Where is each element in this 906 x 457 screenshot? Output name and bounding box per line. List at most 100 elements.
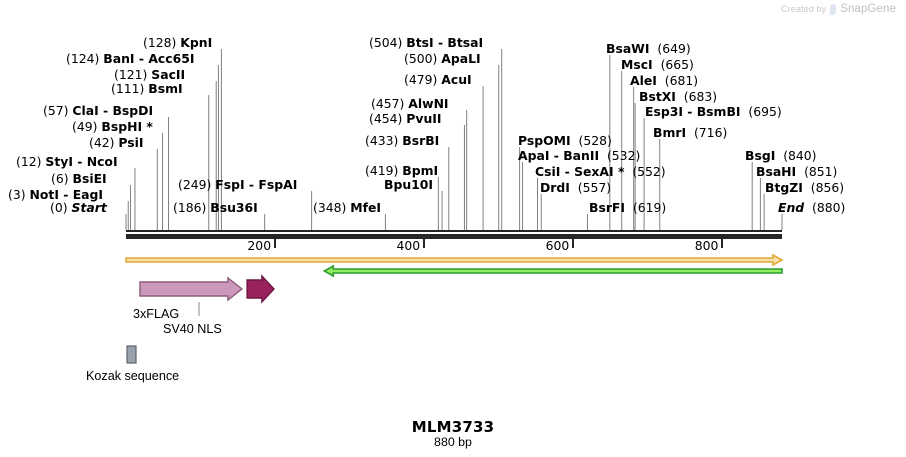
enzyme-name: CsiI (535, 164, 561, 179)
enzyme-position: (619) (632, 200, 667, 215)
enzyme-position: (128) (143, 35, 177, 50)
enzyme-label-pvuii[interactable]: (454) PvuII (369, 112, 441, 125)
enzyme-label-sacii[interactable]: (121) SacII (114, 67, 186, 82)
enzyme-label-mfei[interactable]: (348) MfeI (313, 200, 382, 215)
enzyme-position: (124) (66, 51, 100, 66)
enzyme-separator: - (560, 164, 575, 179)
enzyme-label-esp3i[interactable]: Esp3I - BsmBI (695) (645, 104, 782, 119)
enzyme-position: (528) (578, 133, 612, 148)
enzyme-name: SacII (151, 67, 186, 82)
enzyme-name: AcuI (441, 72, 472, 87)
enzyme-label-btsi[interactable]: (504) BtsI - BtsaI (369, 35, 484, 50)
enzyme-name: Esp3I (645, 104, 683, 119)
enzyme-label-bsphi[interactable]: (49) BspHI * (72, 119, 153, 134)
forward-orange-arrow[interactable] (125, 253, 784, 267)
watermark-brand: SnapGene (840, 3, 896, 15)
enzyme-position: (695) (748, 104, 782, 119)
enzyme-position: (49) (72, 119, 98, 134)
enzyme-name: DrdI (540, 180, 570, 195)
enzyme-name: MfeI (350, 200, 382, 215)
enzyme-label-bstxi[interactable]: BstXI (683) (639, 89, 718, 104)
enzyme-label-pspomi[interactable]: PspOMI (528) (518, 133, 612, 148)
enzyme-position: (6) (51, 171, 69, 186)
enzyme-partner-name: SexAI (574, 164, 614, 179)
enzyme-label-bsawi[interactable]: BsaWI (649) (606, 42, 691, 55)
enzyme-label-btgzi[interactable]: BtgZI (856) (765, 180, 845, 195)
enzyme-label-drdi[interactable]: DrdI (557) (540, 180, 611, 195)
enzyme-label-bsu36i[interactable]: (186) Bsu36I (173, 201, 258, 214)
ruler-label: 400 (396, 238, 421, 253)
enzyme-label-bsiei[interactable]: (6) BsiEI (51, 171, 107, 186)
enzyme-name: ApaI (518, 148, 550, 163)
enzyme-name: BspHI (101, 119, 143, 134)
enzyme-label-psii[interactable]: (42) PsiI (89, 135, 144, 150)
enzyme-name: BpmI (402, 163, 439, 178)
ruler-tick (572, 239, 575, 248)
plasmid-length: 880 bp (434, 435, 472, 449)
enzyme-label-alei[interactable]: AleI (681) (630, 73, 699, 88)
enzyme-partner-name: BtsaI (447, 35, 484, 50)
enzyme-name: BstXI (639, 89, 676, 104)
enzyme-position: (851) (804, 164, 838, 179)
enzyme-label-noti[interactable]: (3) NotI - EagI (8, 187, 104, 202)
enzyme-label-bani[interactable]: (124) BanI - Acc65I (66, 51, 194, 66)
enzyme-label-clai[interactable]: (57) ClaI - BspDI (43, 104, 153, 117)
enzyme-position: (683) (683, 89, 718, 104)
enzyme-label-start[interactable]: (0) Start (50, 200, 107, 215)
enzyme-position: (42) (89, 135, 115, 150)
enzyme-label-bsahi[interactable]: BsaHI (851) (756, 164, 838, 179)
enzyme-name: PsiI (118, 135, 144, 150)
feature-box-kozak-sequence[interactable] (126, 345, 137, 364)
enzyme-label-apali[interactable]: (500) ApaLI (404, 52, 481, 65)
enzyme-label-bsgi[interactable]: BsgI (840) (745, 149, 817, 162)
enzyme-name: AlwNI (408, 96, 449, 111)
enzyme-name: BsiEI (72, 171, 107, 186)
enzyme-name: FspI (215, 177, 245, 192)
enzyme-label-bsmi[interactable]: (111) BsmI (111, 81, 183, 96)
enzyme-name: BtgZI (765, 180, 803, 195)
enzyme-label-bsrbi[interactable]: (433) BsrBI (365, 134, 439, 147)
ruler-tick (423, 239, 426, 248)
enzyme-label-apai[interactable]: ApaI - BanII (532) (518, 148, 640, 163)
enzyme-separator: - (244, 177, 259, 192)
enzyme-name: BanI (103, 51, 135, 66)
watermark-prefix: Created by (781, 4, 827, 14)
enzyme-position: (856) (810, 180, 845, 195)
enzyme-name: BsmI (148, 81, 183, 96)
enzyme-position: (716) (693, 125, 728, 140)
enzyme-label-bpmi[interactable]: (419) BpmI (365, 163, 439, 178)
feature-arrow-sv40-nls[interactable] (246, 274, 275, 304)
enzyme-partner-name: EagI (72, 187, 104, 202)
reverse-green-arrow[interactable] (322, 264, 783, 278)
enzyme-label-fspi[interactable]: (249) FspI - FspAI (178, 177, 297, 192)
enzyme-name: MscI (621, 57, 653, 72)
feature-label-3xflag: 3xFLAG (133, 307, 180, 321)
enzyme-position: (457) (371, 96, 405, 111)
enzyme-label-bmri[interactable]: BmrI (716) (653, 125, 728, 140)
enzyme-name: PspOMI (518, 133, 571, 148)
enzyme-label-alwni[interactable]: (457) AlwNI (371, 96, 449, 111)
enzyme-label-csii[interactable]: CsiI - SexAI * (552) (535, 164, 666, 179)
ruler-label: 800 (694, 238, 719, 253)
enzyme-label-msci[interactable]: MscI (665) (621, 57, 694, 72)
enzyme-name: StyI (45, 154, 73, 169)
enzyme-label-bpu10i[interactable]: Bpu10I (384, 178, 433, 191)
ruler-label: 200 (247, 238, 272, 253)
enzyme-label-end[interactable]: End (880) (778, 201, 845, 214)
enzyme-label-styi[interactable]: (12) StyI - NcoI (16, 154, 118, 169)
enzyme-separator: - (134, 51, 149, 66)
enzyme-separator: - (433, 35, 448, 50)
enzyme-separator: - (72, 154, 87, 169)
enzyme-name: NotI (29, 187, 59, 202)
enzyme-label-kpni[interactable]: (128) KpnI (143, 35, 212, 50)
enzyme-name: Start (71, 200, 107, 215)
enzyme-label-acui[interactable]: (479) AcuI (404, 72, 472, 87)
feature-arrow-3xflag[interactable] (139, 276, 244, 302)
ruler-label: 600 (545, 238, 570, 253)
backbone-thin-line (126, 230, 782, 232)
enzyme-position: (681) (664, 73, 699, 88)
snapgene-logo-icon (830, 3, 837, 15)
enzyme-label-bsrfi[interactable]: BsrFI (619) (589, 200, 667, 215)
enzyme-partner-name: BsmBI (696, 104, 741, 119)
